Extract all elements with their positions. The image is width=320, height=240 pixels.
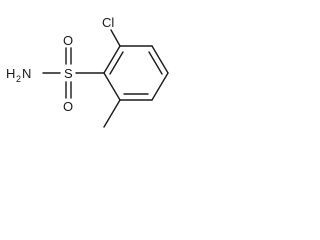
chlorine-label: Cl — [102, 15, 114, 30]
chemical-structure: Cl S O O H 2 N — [6, 15, 169, 128]
ring-bond-6 — [103, 45, 121, 74]
ring-bond-5 — [103, 72, 121, 101]
bond-ring-methyl — [103, 99, 121, 128]
amine-subscript: 2 — [16, 74, 21, 84]
amine-h: H — [6, 66, 15, 81]
ring-bond-6-inner — [109, 51, 124, 75]
oxygen-top-label: O — [63, 33, 73, 48]
ring-bond-3 — [151, 72, 169, 101]
ring-bond-2 — [151, 45, 169, 74]
amine-label: H 2 N — [6, 66, 31, 84]
sulfur-label: S — [64, 66, 73, 81]
oxygen-bottom-label: O — [63, 99, 73, 114]
bond-ring-chlorine — [110, 29, 121, 47]
amine-n: N — [22, 66, 31, 81]
ring-bond-2-inner — [148, 51, 163, 75]
benzene-ring — [103, 45, 169, 101]
